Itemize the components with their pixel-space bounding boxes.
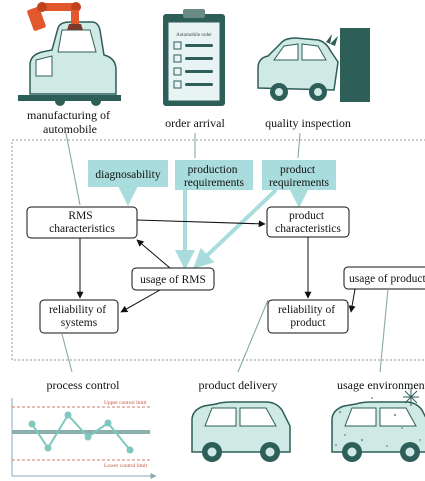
svg-text:RMS characteristics: RMS characteristics xyxy=(49,210,115,235)
node-product-characteristics: product characteristics xyxy=(266,206,350,238)
robot-arm-car-icon xyxy=(18,2,121,106)
delivered-car-icon xyxy=(191,401,291,462)
node-usage-of-product: usage of product xyxy=(343,266,425,290)
svg-text:reliability of systems: reliability of systems xyxy=(49,304,109,329)
input-diagnosability: diagnosability xyxy=(88,160,168,187)
node-reliability-of-systems: reliability of systems xyxy=(39,299,119,334)
caption-process-control: process control xyxy=(47,378,121,392)
caption-delivery: product delivery xyxy=(199,378,278,392)
svg-text:product characteristics: product characteristics xyxy=(275,210,341,235)
svg-text:reliability of product: reliability of product xyxy=(278,304,338,329)
snowflake-icon xyxy=(403,388,419,406)
process-frame xyxy=(11,139,425,361)
connector-manufacturing xyxy=(65,132,81,206)
clipboard-order-icon: Automobile order xyxy=(163,9,225,106)
caption-order: order arrival xyxy=(165,116,225,130)
svg-text:usage of product: usage of product xyxy=(349,273,425,285)
clipboard-title: Automobile order xyxy=(176,33,212,38)
node-usage-of-rms: usage of RMS xyxy=(131,267,215,291)
caption-environment: usage environment xyxy=(337,378,425,392)
connector-environment xyxy=(379,288,389,373)
connector-quality xyxy=(297,132,301,159)
snowy-car-icon xyxy=(331,388,425,462)
teal-arrows xyxy=(118,186,309,270)
svg-text:product requirements: product requirements xyxy=(269,164,330,189)
flow-arrows xyxy=(76,219,356,313)
crashed-car-icon xyxy=(257,28,370,102)
connector-delivery xyxy=(237,299,269,373)
input-product-requirements: product requirements xyxy=(262,160,336,190)
caption-quality: quality inspection xyxy=(265,116,351,130)
input-production-requirements: production requirements xyxy=(175,160,253,190)
svg-text:usage of RMS: usage of RMS xyxy=(140,274,206,286)
svg-text:Lower control limit: Lower control limit xyxy=(104,463,148,469)
connector-process-control xyxy=(61,333,73,373)
node-rms-characteristics: RMS characteristics xyxy=(26,206,138,239)
svg-text:production requirements: production requirements xyxy=(184,164,245,189)
control-chart-icon: Upper control limit Lower control limit xyxy=(11,398,157,479)
node-reliability-of-product: reliability of product xyxy=(267,299,349,334)
caption-manufacturing: manufacturing of automobile xyxy=(27,108,113,136)
svg-text:diagnosability: diagnosability xyxy=(95,169,160,181)
svg-text:Upper control limit: Upper control limit xyxy=(104,400,147,406)
